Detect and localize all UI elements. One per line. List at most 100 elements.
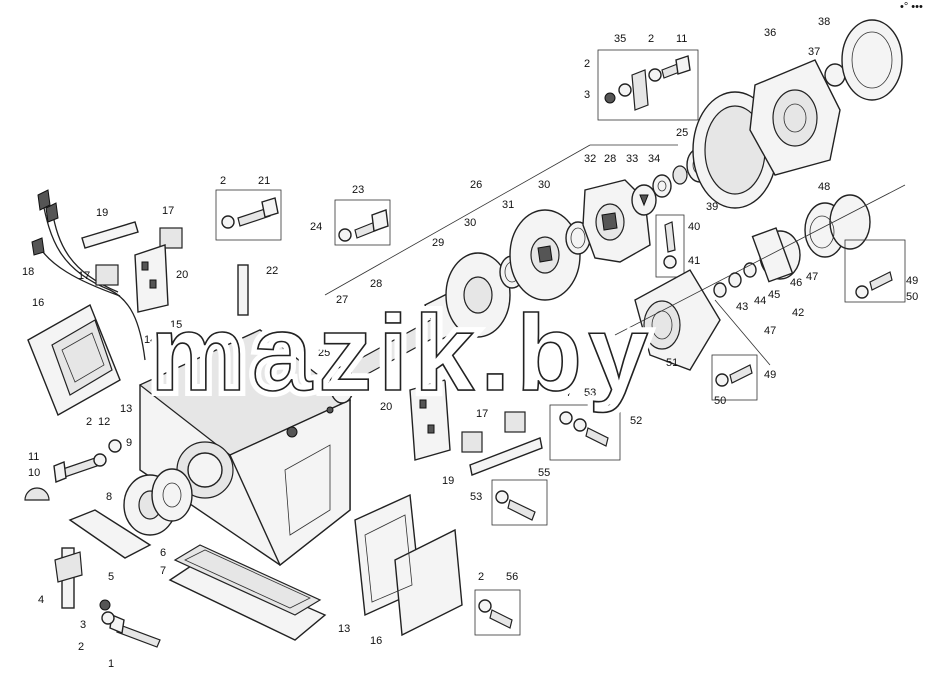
callout-37: 37 [808,46,820,58]
callout-39: 39 [706,201,718,213]
callout-10: 10 [28,467,40,479]
callout-labels: 1 2 3 4 5 6 7 8 9 10 11 2 12 13 14 15 16… [22,16,918,670]
callout-11: 11 [28,451,39,463]
callout-48: 48 [818,181,830,193]
callout-27: 27 [336,294,348,306]
callout-3: 3 [80,619,86,631]
callout-2: 2 [584,58,590,70]
callout-30: 30 [464,217,476,229]
motor-46 [751,227,801,283]
callout-2: 2 [78,641,84,653]
callout-31: 31 [502,199,514,211]
callout-16: 16 [370,635,382,647]
callout-26: 26 [470,179,482,191]
callout-35: 35 [614,33,626,45]
callout-41: 41 [688,255,700,267]
callout-15: 15 [170,319,182,331]
callout-4: 4 [38,594,44,606]
bolt-11-left [53,439,122,483]
callout-20: 20 [380,401,392,413]
callout-3: 3 [584,89,590,101]
callout-29: 29 [432,237,444,249]
callout-19: 19 [442,475,454,487]
clutch-disc-29 [445,252,511,338]
callout-17: 17 [162,205,174,217]
terminal-strip-19-left [81,221,183,313]
sleeve-48 [804,194,871,258]
callout-49: 49 [764,369,776,381]
callout-17: 17 [476,408,488,420]
callout-47: 47 [764,325,776,337]
callout-19: 19 [96,207,108,219]
bracket-35-group [597,49,699,121]
callout-32: 32 [584,153,596,165]
callout-53: 53 [470,491,482,503]
switch-20-right [409,379,543,476]
callout-53: 53 [584,387,596,399]
callout-40: 40 [688,221,700,233]
bolt-49-50-lower [711,354,758,401]
callout-46: 46 [790,277,802,289]
callout-13: 13 [338,623,350,635]
callout-21: 21 [258,175,270,187]
callout-6: 6 [160,547,166,559]
callout-2: 2 [478,571,484,583]
callout-47: 47 [806,271,818,283]
washers-43-45 [713,262,757,298]
callout-17: 17 [78,270,90,282]
callout-14: 14 [144,334,156,346]
callout-33: 33 [626,153,638,165]
callout-13: 13 [120,403,132,415]
callout-11: 11 [676,33,687,45]
callout-54: 54 [558,387,570,399]
bolt-1 [99,599,161,648]
callout-5: 5 [108,571,114,583]
callout-25: 25 [318,347,330,359]
base-plate [168,544,327,641]
callout-44: 44 [754,295,766,307]
flange-36 [749,59,841,176]
callout-45: 45 [768,289,780,301]
washer-28-33 [631,174,672,216]
callout-1: 1 [108,658,114,670]
callout-38: 38 [818,16,830,28]
callout-30: 30 [538,179,550,191]
bolt-52-group [549,404,621,461]
callout-55: 55 [538,467,550,479]
watermark-text: mazik.by [150,292,654,413]
callout-23: 23 [352,184,364,196]
gearbox-housing [138,329,352,567]
clutch-disc-31 [509,209,581,301]
assembly-guide-lines [324,144,906,366]
callout-52: 52 [630,415,642,427]
nut-34 [672,165,688,185]
bolt-56-group [474,589,521,636]
callout-24: 24 [310,221,322,233]
bolt-55-group [491,479,548,526]
callout-2: 2 [220,175,226,187]
callout-18: 18 [22,266,34,278]
gasket-38 [841,19,903,101]
corner-mark: •° ••• [900,1,923,13]
pin-40-41 [655,214,685,278]
callout-16: 16 [32,297,44,309]
callout-25: 25 [676,127,688,139]
plate-5 [68,509,152,559]
callout-36: 36 [764,27,776,39]
callout-49: 49 [906,275,918,287]
callout-2: 2 [648,33,654,45]
bolt-49-50-right [844,239,906,303]
cover-16-left [27,303,121,417]
callout-50: 50 [906,291,918,303]
callout-20: 20 [176,269,188,281]
cover-16-right [354,493,463,637]
callout-28: 28 [370,278,382,290]
callout-7: 7 [160,565,166,577]
callout-9: 9 [126,437,132,449]
bolt-23-group [334,199,391,246]
bolt-21-group [215,189,282,316]
callout-43: 43 [736,301,748,313]
watermark-outline: mazik.by [150,292,654,413]
callout-12: 12 [98,416,110,428]
